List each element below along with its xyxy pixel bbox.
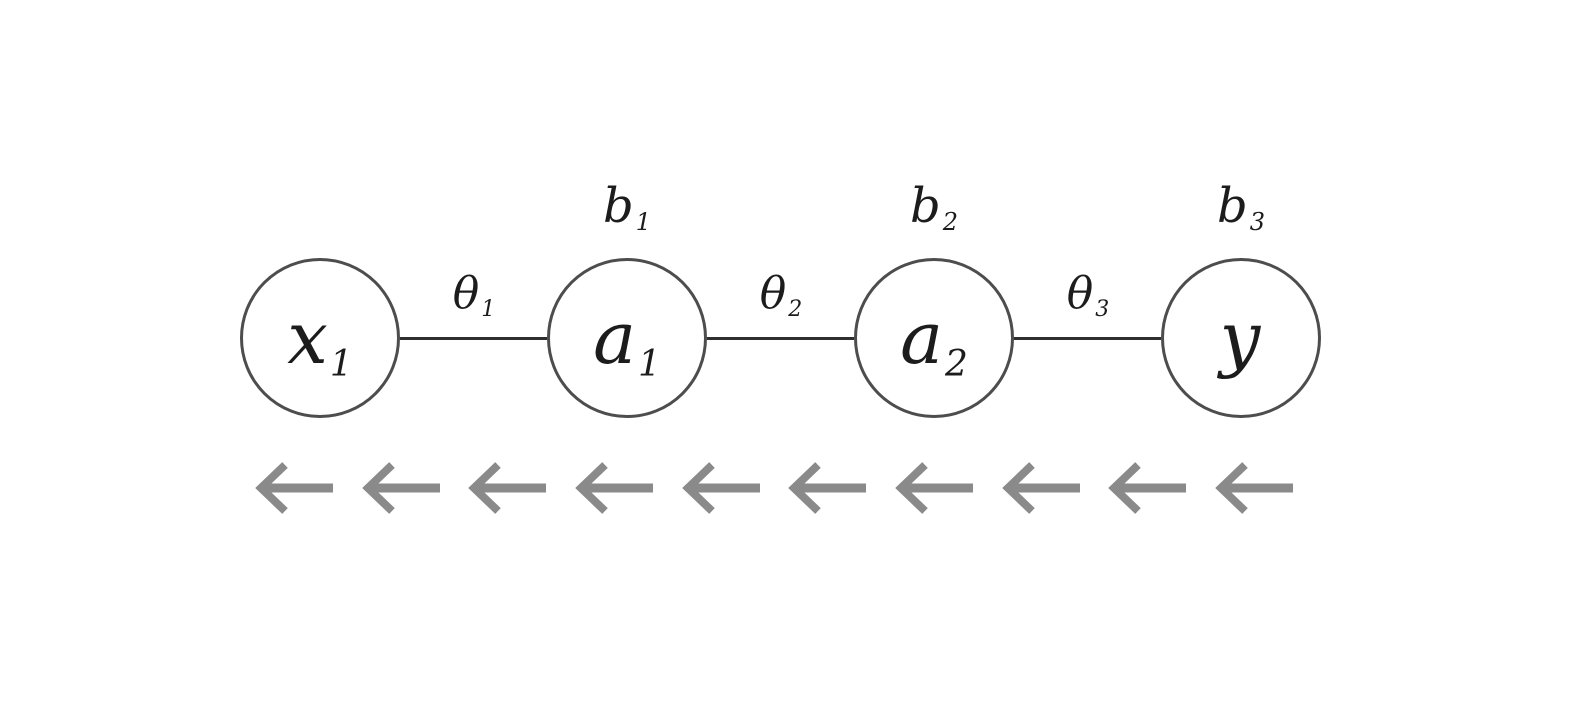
bias-b3-subscript: 3 bbox=[1249, 208, 1265, 237]
bias-b3-base: b bbox=[1216, 178, 1248, 234]
theta3-subscript: 3 bbox=[1095, 296, 1110, 322]
bias-b2-subscript: 2 bbox=[942, 208, 958, 237]
bias-label-b3: b3 bbox=[1161, 182, 1321, 234]
node-x1: x1 bbox=[240, 258, 400, 418]
backprop-arrow-row bbox=[255, 462, 1295, 514]
left-arrow-icon bbox=[1215, 462, 1293, 514]
edge-label-theta1: θ1 bbox=[394, 272, 554, 321]
left-arrow-icon bbox=[575, 462, 653, 514]
theta2-base: θ bbox=[759, 268, 787, 319]
edge-line-a2-y bbox=[1014, 337, 1161, 340]
node-x1-subscript: 1 bbox=[329, 343, 353, 385]
node-a2-subscript: 2 bbox=[945, 343, 968, 385]
left-arrow-icon bbox=[895, 462, 973, 514]
node-a1-base: a bbox=[593, 296, 637, 380]
node-y-label: y bbox=[1220, 302, 1263, 374]
node-x1-base: x bbox=[287, 296, 328, 380]
left-arrow-icon bbox=[1108, 462, 1187, 514]
edge-line-x1-a1 bbox=[400, 337, 547, 340]
theta1-subscript: 1 bbox=[481, 296, 496, 322]
edge-label-theta2: θ2 bbox=[701, 272, 861, 321]
edge-label-theta3: θ3 bbox=[1008, 272, 1168, 321]
node-y-base: y bbox=[1219, 296, 1261, 380]
left-arrow-icon bbox=[255, 462, 333, 514]
left-arrow-icon bbox=[361, 462, 440, 514]
left-arrow-icon bbox=[1001, 462, 1080, 514]
bias-label-b1: b1 bbox=[547, 182, 707, 234]
edge-line-a1-a2 bbox=[707, 337, 854, 340]
node-a2: a2 bbox=[854, 258, 1014, 418]
node-x1-label: x1 bbox=[287, 302, 353, 382]
theta3-base: θ bbox=[1066, 268, 1094, 319]
bias-b1-subscript: 1 bbox=[635, 208, 651, 237]
theta1-base: θ bbox=[452, 268, 480, 319]
bias-label-b2: b2 bbox=[854, 182, 1014, 234]
bias-b1-base: b bbox=[602, 178, 634, 234]
node-a1: a1 bbox=[547, 258, 707, 418]
node-a1-subscript: 1 bbox=[638, 343, 661, 385]
node-a1-label: a1 bbox=[593, 302, 661, 382]
node-y: y bbox=[1161, 258, 1321, 418]
node-a2-base: a bbox=[900, 296, 944, 380]
left-arrow-icon bbox=[681, 462, 760, 514]
theta2-subscript: 2 bbox=[788, 296, 803, 322]
bias-b2-base: b bbox=[909, 178, 941, 234]
left-arrow-icon bbox=[788, 462, 867, 514]
left-arrow-icon bbox=[468, 462, 547, 514]
node-a2-label: a2 bbox=[900, 302, 968, 382]
